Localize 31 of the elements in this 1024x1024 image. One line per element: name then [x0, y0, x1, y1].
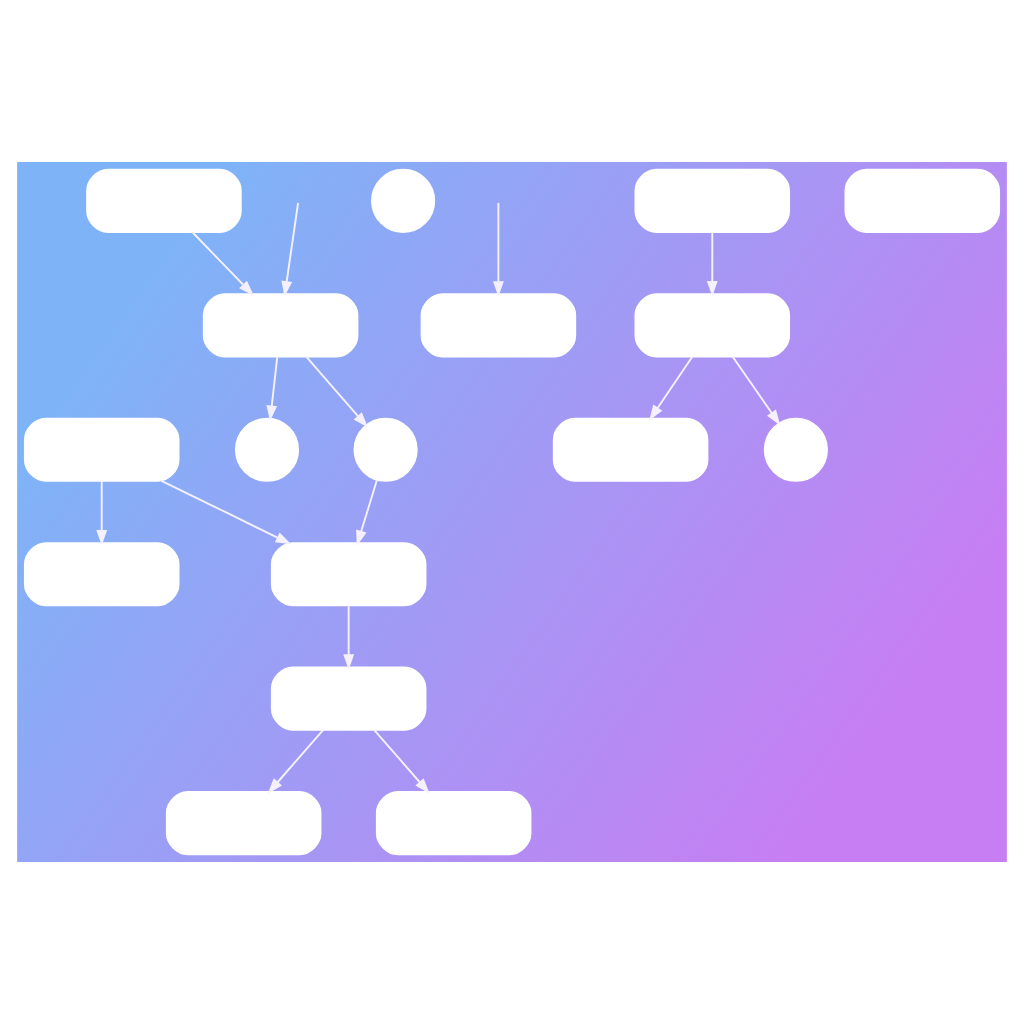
arrow [96, 479, 108, 546]
node-circle [763, 417, 828, 482]
node-box [270, 666, 427, 731]
arrow [356, 479, 378, 546]
node-box [375, 791, 532, 856]
arrow [266, 355, 279, 421]
node-box [270, 542, 427, 607]
arrow [281, 201, 300, 297]
arrow [305, 355, 368, 428]
arrow [343, 604, 355, 670]
node-circle [234, 417, 300, 482]
node-box [23, 542, 180, 607]
node-circle [371, 168, 436, 233]
node-box [165, 791, 322, 856]
node-box [634, 293, 791, 358]
arrow [267, 728, 325, 794]
node-box [23, 417, 180, 482]
arrow [649, 355, 694, 421]
node-box [552, 417, 709, 482]
node-box [420, 293, 577, 358]
node-box [844, 168, 1001, 233]
node-box [202, 293, 359, 358]
arrow [191, 231, 254, 296]
node-box [634, 168, 791, 233]
arrow [160, 479, 292, 545]
arrow [492, 201, 504, 297]
arrow [373, 728, 430, 794]
arrow [731, 355, 781, 426]
arrow [706, 231, 718, 297]
node-box [86, 168, 242, 233]
node-circle [353, 417, 418, 482]
